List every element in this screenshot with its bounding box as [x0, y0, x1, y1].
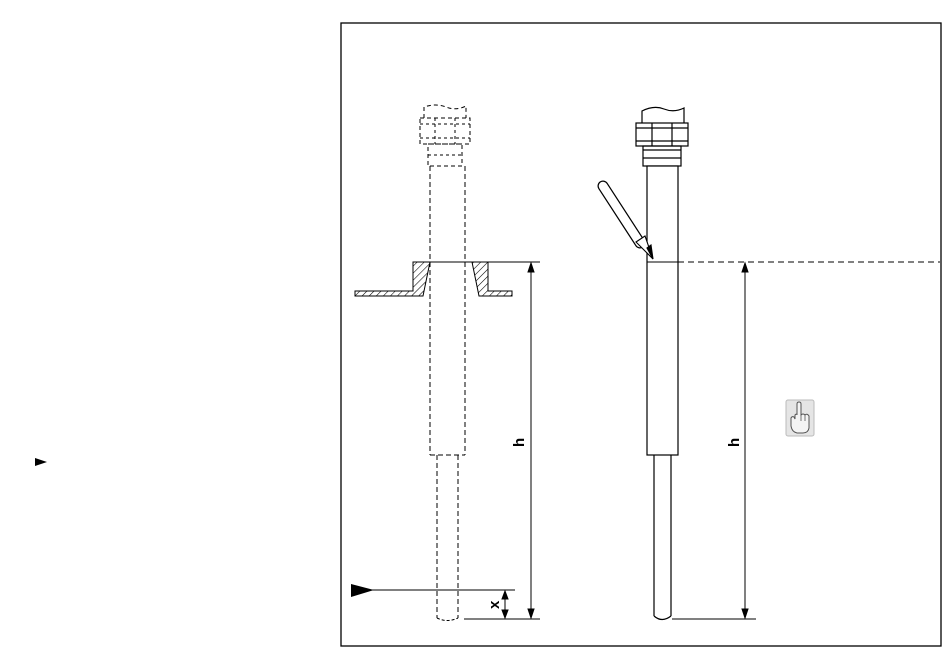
level-marker-arrow-icon: [351, 584, 374, 597]
left-height-label: h: [511, 438, 528, 447]
pointing-hand-icon: [786, 400, 814, 436]
mounting-nozzle: [355, 262, 512, 296]
offset-label: x: [486, 600, 503, 609]
right-probe: [636, 107, 688, 619]
pencil-icon: [603, 186, 653, 259]
left-probe-dashed: [420, 105, 470, 621]
diagram-frame: [341, 23, 941, 646]
right-height-label: h: [726, 438, 743, 447]
left-height-dimension: [464, 262, 540, 619]
right-height-dimension: [672, 263, 756, 619]
